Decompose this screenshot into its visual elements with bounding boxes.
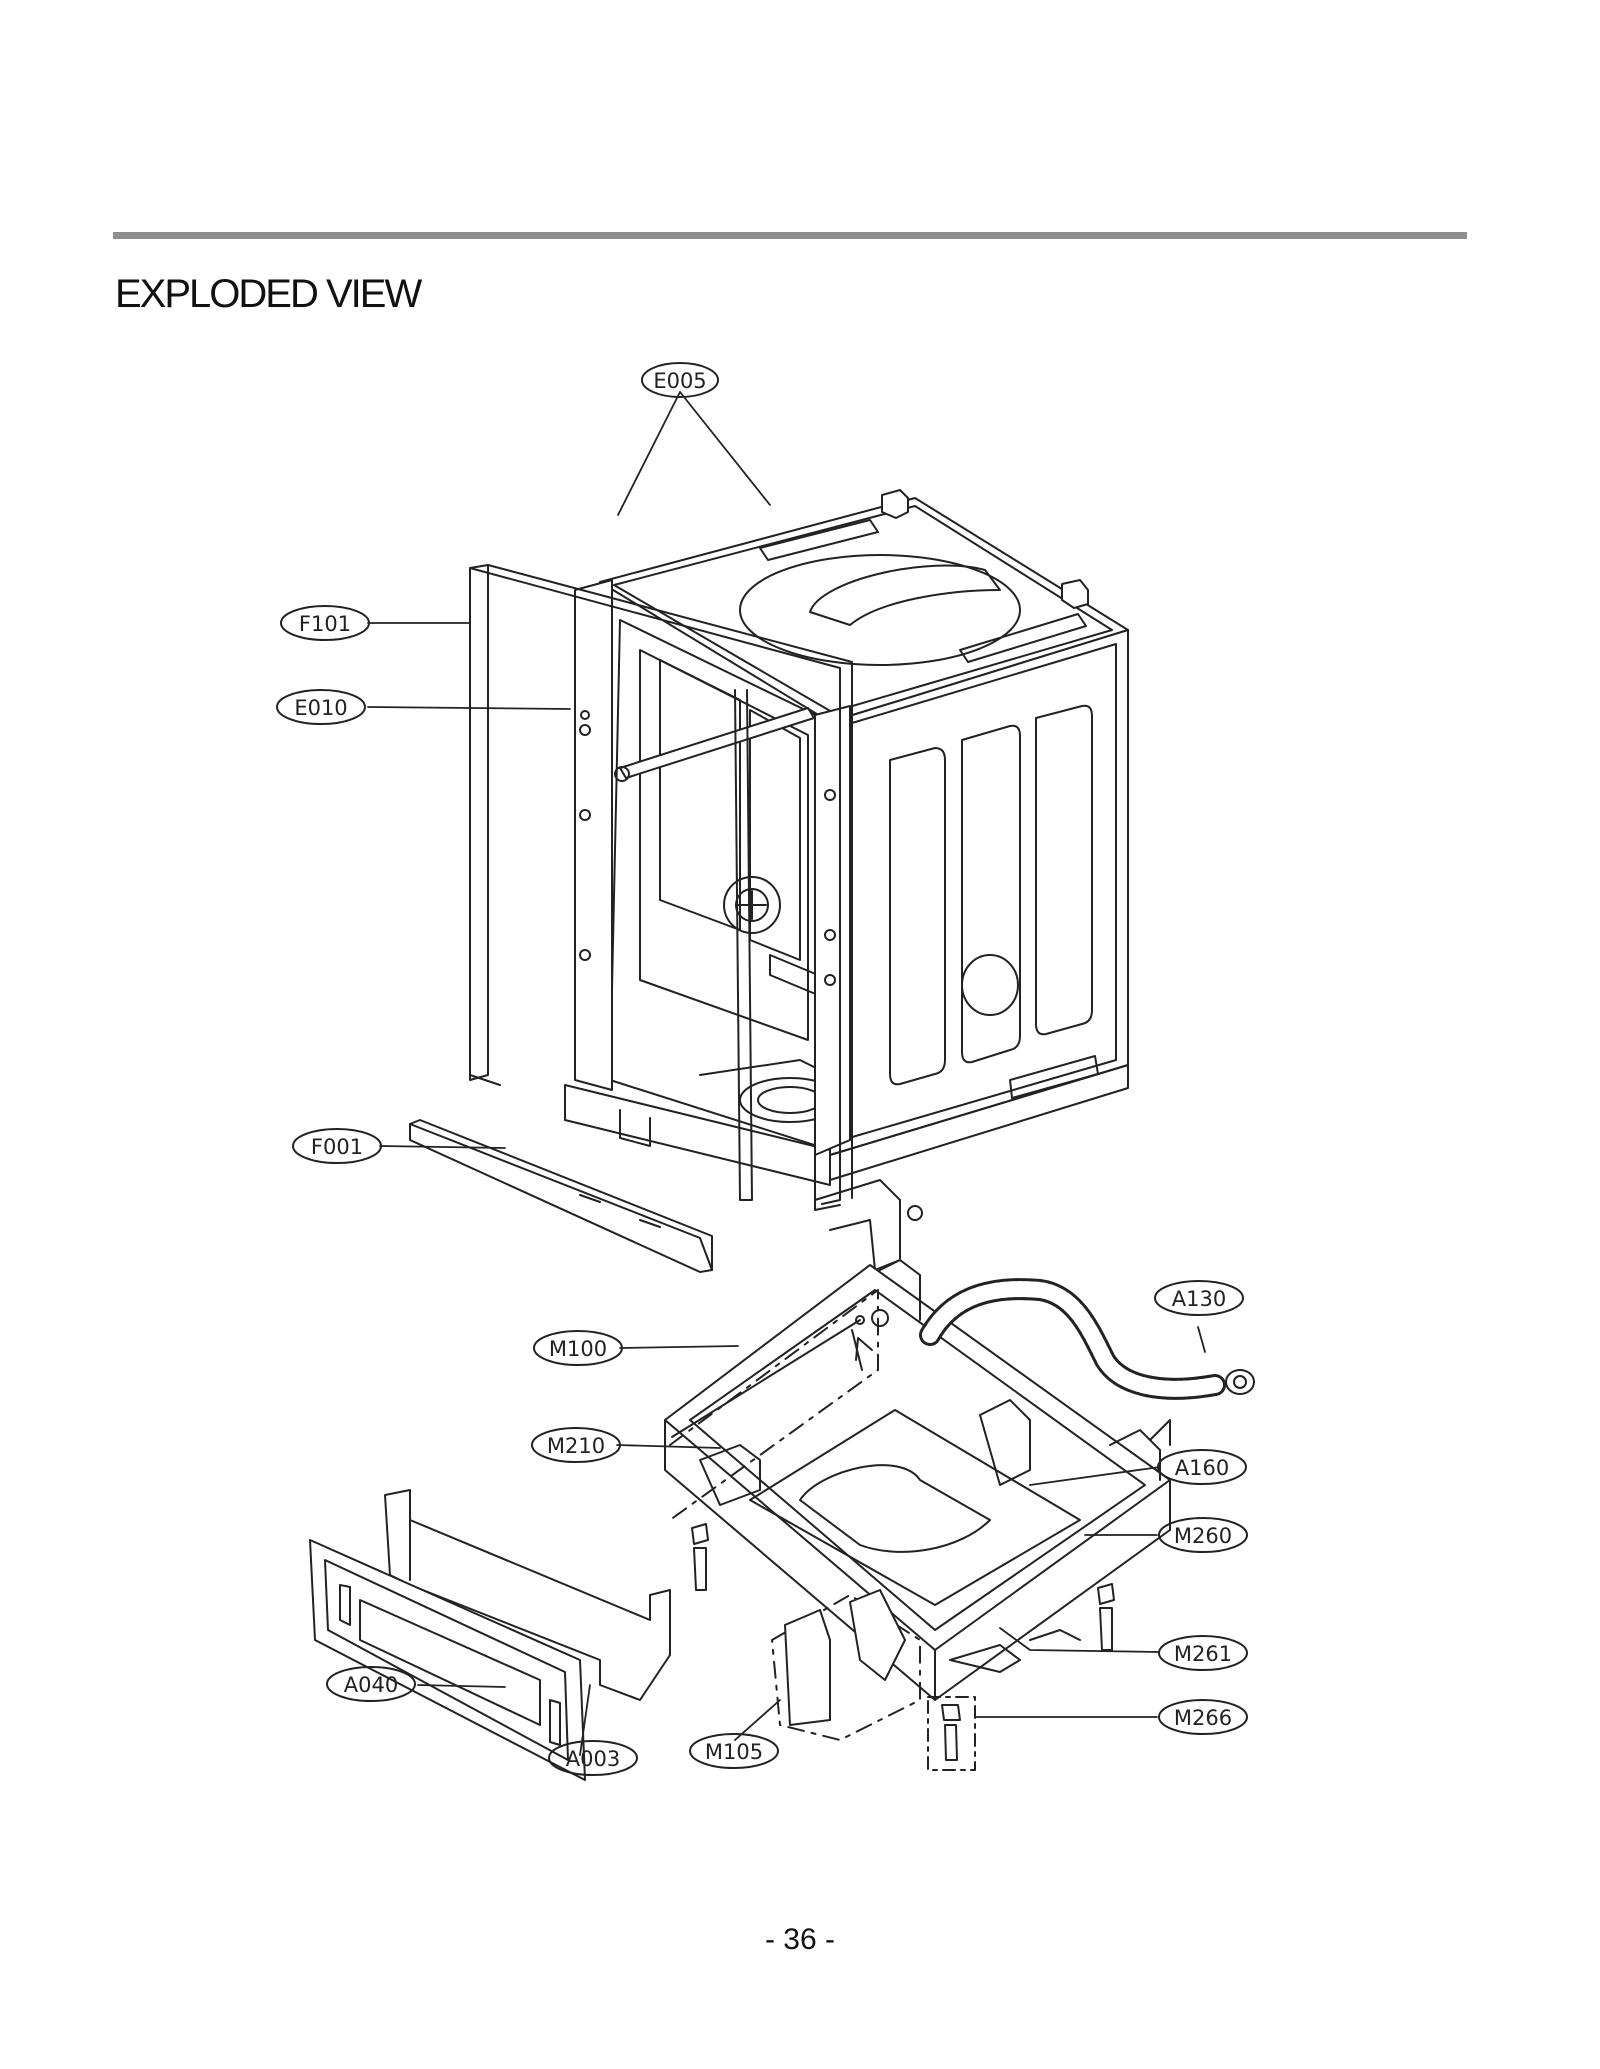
base-assembly	[664, 1259, 1255, 1701]
callout-f001: F001	[311, 1135, 363, 1159]
callout-m260: M260	[1174, 1524, 1232, 1548]
callout-f101: F101	[299, 612, 351, 636]
callout-a130: A130	[1172, 1287, 1226, 1311]
callout-m266: M266	[1174, 1706, 1232, 1730]
callout-e005: E005	[653, 369, 706, 393]
callout-oval-e005	[641, 362, 719, 398]
kick-plate-a040	[309, 1539, 586, 1781]
callout-m261: M261	[1174, 1642, 1232, 1666]
header-rule	[113, 232, 1467, 239]
tub-assembly	[564, 489, 1129, 1271]
callout-oval-m100	[533, 1330, 623, 1366]
callout-oval-a130	[1154, 1280, 1244, 1316]
callout-oval-m210	[531, 1427, 621, 1463]
door-gasket-f101	[469, 564, 853, 1205]
callout-m100: M100	[549, 1337, 607, 1361]
page-number: - 36 -	[764, 1923, 836, 1956]
callout-oval-f001	[292, 1128, 382, 1164]
callout-oval-a003	[548, 1740, 638, 1776]
m100-cable	[671, 1319, 861, 1438]
callout-oval-m105	[689, 1733, 779, 1769]
callout-m105: M105	[705, 1740, 763, 1764]
callout-e010: E010	[294, 696, 347, 720]
callout-oval-m261	[1158, 1635, 1248, 1671]
callout-a160: A160	[1175, 1456, 1229, 1480]
callout-ovals	[276, 362, 1248, 1776]
callout-oval-m260	[1158, 1517, 1248, 1553]
callout-oval-f101	[280, 605, 370, 641]
callout-leaders	[367, 391, 1206, 1756]
toe-rail-f001	[409, 1119, 713, 1273]
callout-oval-e010	[276, 689, 366, 725]
callout-oval-a040	[326, 1666, 416, 1702]
m100-dashed-box	[669, 1289, 879, 1521]
callout-a040: A040	[344, 1673, 398, 1697]
m266-dashed-box	[927, 1696, 976, 1771]
m105-dashed-box	[771, 1594, 921, 1741]
callout-m210: M210	[547, 1434, 605, 1458]
page-title: EXPLODED VIEW	[115, 272, 422, 316]
callout-oval-a160	[1157, 1449, 1247, 1485]
callout-oval-m266	[1158, 1699, 1248, 1735]
callout-a003: A003	[566, 1747, 620, 1771]
